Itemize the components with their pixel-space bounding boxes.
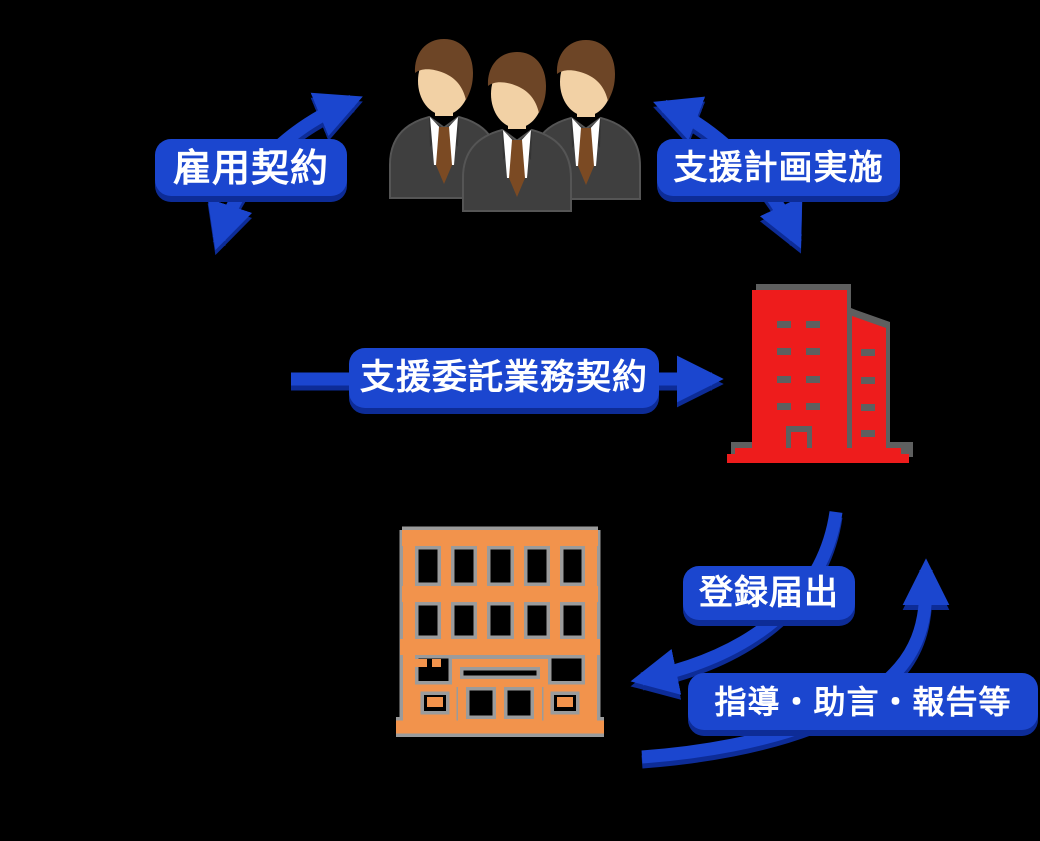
label-support-outsourcing-contract: 支援委託業務契約: [349, 348, 659, 408]
three-business-persons-icon: [389, 37, 641, 212]
label-support-plan-implementation: 支援計画実施: [657, 139, 900, 196]
label-employment-contract: 雇用契約: [155, 139, 347, 196]
red-office-building-icon: [727, 284, 913, 463]
orange-storefront-building-icon: [396, 526, 604, 737]
label-registration-notification: 登録届出: [683, 566, 855, 620]
label-guidance-advice-report: 指導・助言・報告等: [688, 673, 1038, 730]
